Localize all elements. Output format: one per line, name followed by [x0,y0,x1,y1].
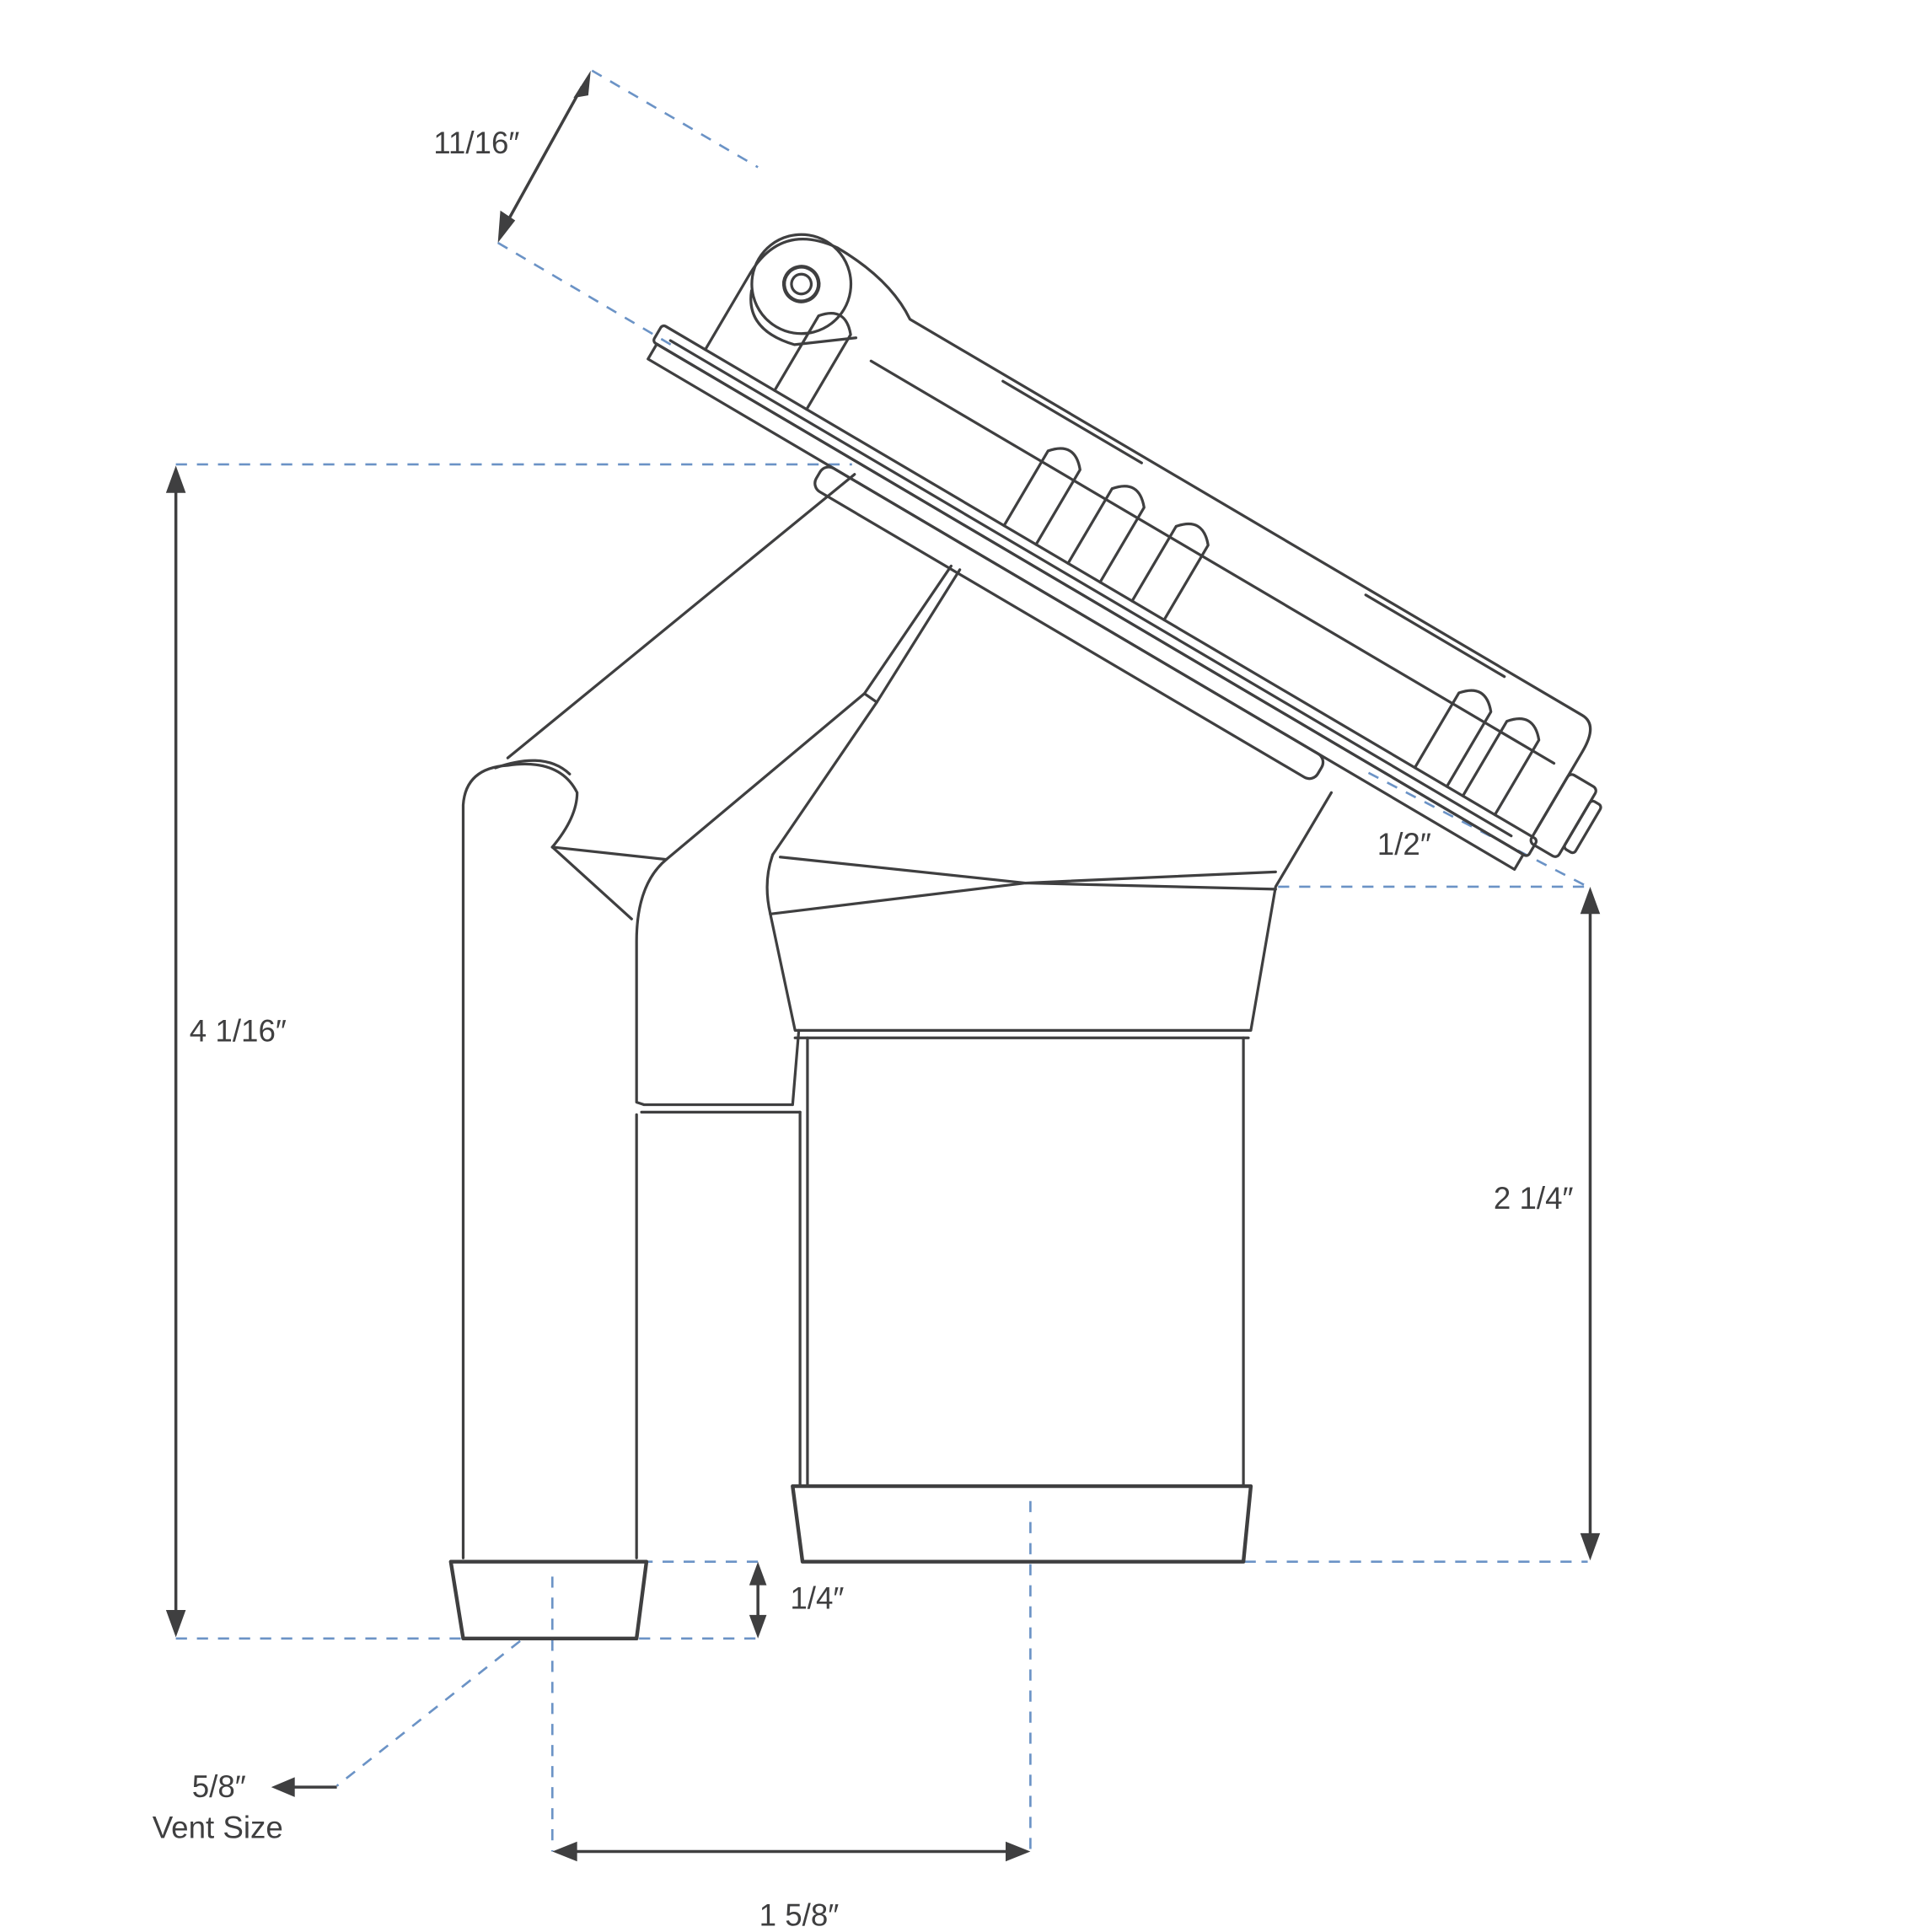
dimension-labels: 11/16″ 4 1/16″ 1/2″ 2 1/4″ 1/4″ 5/8″ Ven… [153,126,1574,1932]
label-leg-spacing: 1 5/8″ [759,1898,840,1932]
vent-mount-body [448,473,1334,1640]
guide-lines [175,69,1589,1852]
ratchet-teeth [773,312,1541,817]
label-body-height: 2 1/4″ [1494,1181,1574,1216]
label-total-height: 4 1/16″ [190,1014,287,1049]
label-vent-size-value: 5/8″ [192,1769,246,1804]
dimension-arrows [165,70,1601,1862]
label-vent-size: Vent Size [153,1810,283,1844]
label-clamp-height: 11/16″ [433,126,519,160]
ratchet-clamp [647,233,1602,872]
label-foot-height: 1/4″ [790,1581,844,1616]
label-clamp-offset: 1/2″ [1377,827,1431,861]
